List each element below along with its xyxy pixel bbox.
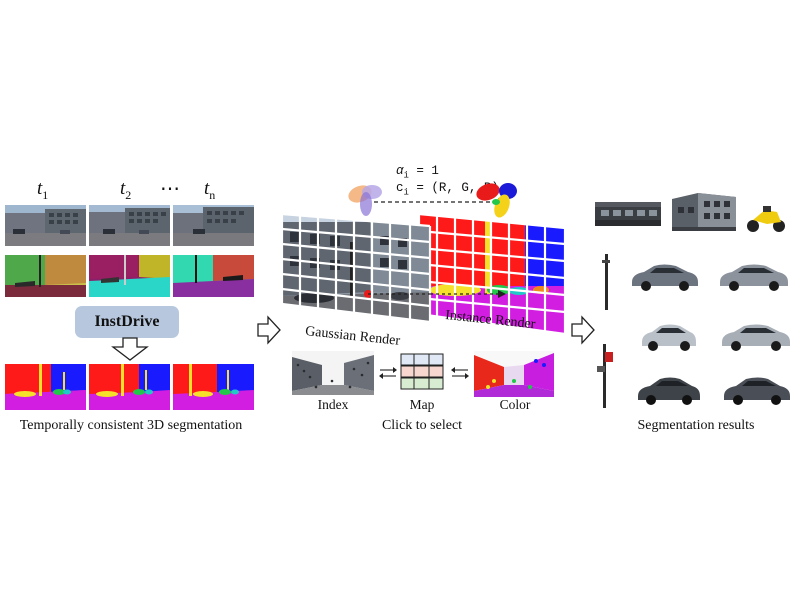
ellipsis: ⋯ [160, 178, 180, 200]
segmented-car-6 [724, 377, 790, 405]
segmented-car-5 [638, 377, 700, 405]
left-caption: Temporally consistent 3D segmentation [19, 418, 243, 433]
time-label-tn: tn [204, 178, 216, 202]
raw-segmentation-t2 [89, 255, 170, 297]
index-map-double-arrow [379, 367, 397, 379]
segmented-car-4 [722, 324, 790, 351]
raw-segmentation-tn [173, 255, 254, 297]
instance-render-panel [417, 214, 567, 334]
consistent-segmentation-tn [173, 364, 254, 410]
map-label: Map [409, 397, 435, 412]
time-label-t2: t2 [120, 178, 132, 202]
street-photo-t2 [89, 205, 170, 246]
right-arrow-2-icon [571, 315, 595, 345]
segmented-pole-2 [597, 344, 613, 408]
index-point-cloud [292, 351, 374, 395]
color-label: Color [499, 397, 531, 412]
right-caption: Segmentation results [637, 418, 755, 433]
segmented-pole-1 [602, 254, 610, 310]
alpha-equation: αi = 1 [396, 164, 439, 181]
raw-segmentation-t1 [5, 255, 86, 297]
consistent-segmentation-t1 [5, 364, 86, 410]
time-label-t1: t1 [37, 178, 49, 202]
render-link-arrow [430, 290, 506, 298]
map-table [400, 353, 444, 390]
gaussian-render-label: Gaussian Render [304, 324, 401, 349]
street-photo-t1 [5, 205, 86, 246]
segmented-car-3 [642, 324, 696, 351]
right-arrow-icon [257, 315, 281, 345]
segmented-building-1 [595, 202, 661, 226]
segmented-car-1 [632, 264, 698, 291]
consistent-segmentation-t2 [89, 364, 170, 410]
gaussian-blobs-diagram [348, 183, 517, 218]
index-label: Index [317, 397, 349, 412]
middle-caption: Click to select [381, 418, 463, 433]
gaussian-render-panel [280, 212, 432, 322]
down-arrow-icon [111, 337, 149, 361]
segmented-motorcycle [747, 206, 785, 232]
segmented-car-2 [720, 264, 788, 291]
instdrive-box: InstDrive [75, 306, 179, 338]
street-photo-tn [173, 205, 254, 246]
segmented-building-2 [672, 193, 736, 231]
color-point-cloud [474, 351, 554, 397]
map-color-double-arrow [451, 367, 469, 379]
